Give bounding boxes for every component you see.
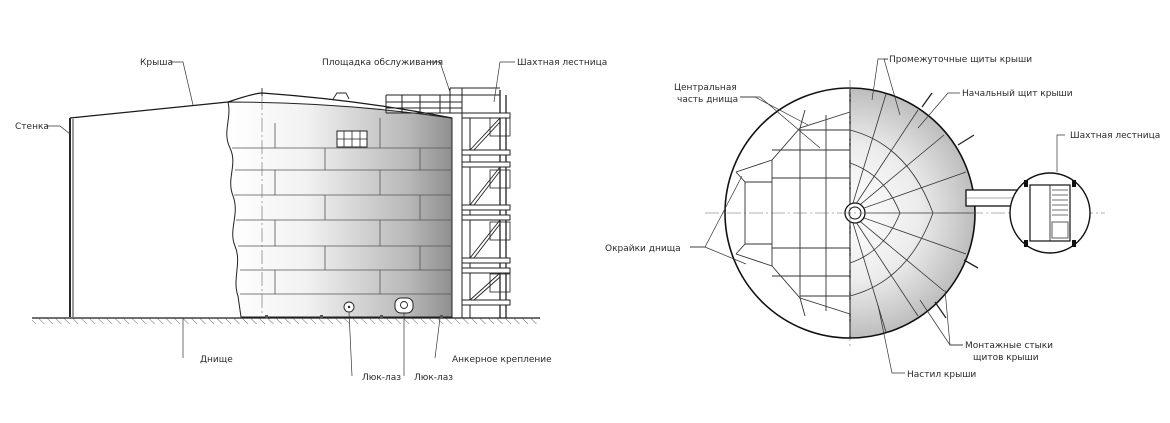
label-roof: Крыша bbox=[140, 58, 173, 68]
roof-ribs bbox=[849, 93, 975, 333]
label-manhole-1: Люк-лаз bbox=[362, 373, 401, 383]
label-central-part-1: Центральная bbox=[674, 83, 737, 93]
rib-extensions bbox=[921, 92, 979, 319]
ground bbox=[32, 317, 540, 324]
label-initial-panel: Начальный щит крыши bbox=[962, 89, 1073, 99]
label-intermediate-panels: Промежуточные щиты крыши bbox=[889, 55, 1032, 65]
shaft-ladder-plan bbox=[1009, 172, 1091, 254]
label-central-part-2: часть днища bbox=[677, 95, 738, 105]
label-anchor: Анкерное крепление bbox=[452, 355, 552, 365]
manhole-1-icon bbox=[343, 301, 355, 313]
label-joints-1: Монтажные стыки bbox=[965, 341, 1053, 351]
label-shaft-ladder-plan: Шахтная лестница bbox=[1070, 131, 1160, 141]
plan-view: Промежуточные щиты крыши Центральная час… bbox=[605, 55, 1160, 380]
elevation-leaders bbox=[46, 61, 515, 377]
tank-shell bbox=[226, 101, 453, 318]
roof-vent-window bbox=[336, 130, 368, 148]
label-annular-plates: Окрайки днища bbox=[605, 244, 681, 254]
roof bbox=[69, 88, 453, 119]
label-wall: Стенка bbox=[15, 122, 49, 132]
label-joints-2: щитов крыши bbox=[973, 353, 1039, 363]
label-bottom: Днище bbox=[200, 355, 233, 365]
shell-courses bbox=[232, 118, 452, 295]
manhole-2-icon bbox=[394, 297, 414, 314]
service-platform bbox=[385, 87, 500, 114]
label-roof-deck: Настил крыши bbox=[907, 370, 976, 380]
tank-wall-section bbox=[69, 118, 74, 317]
anchors bbox=[265, 315, 443, 318]
elevation-view: Крыша Площадка обслуживания Шахтная лест… bbox=[15, 58, 607, 383]
label-manhole-2: Люк-лаз bbox=[414, 373, 453, 383]
shaft-ladder bbox=[461, 90, 511, 318]
plan-leaders bbox=[690, 58, 1065, 374]
label-service-platform: Площадка обслуживания bbox=[322, 58, 443, 68]
label-shaft-ladder-elev: Шахтная лестница bbox=[517, 58, 607, 68]
